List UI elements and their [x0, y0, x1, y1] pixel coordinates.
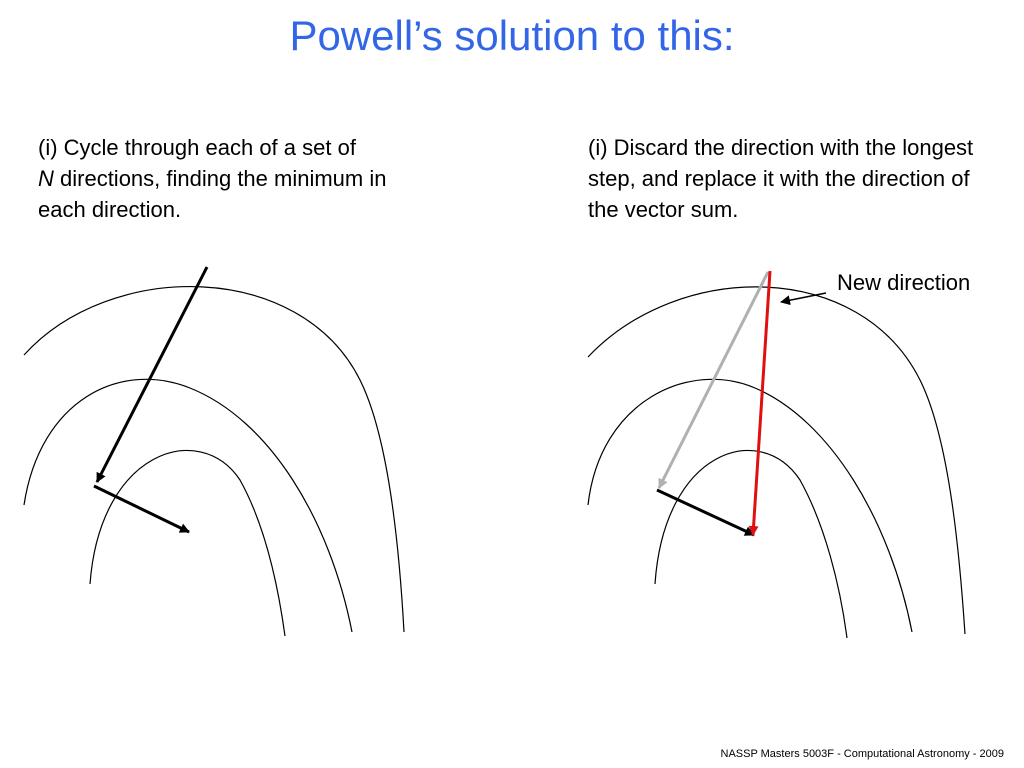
left-description-italic: N [38, 166, 54, 191]
left-contour-inner [89, 449, 286, 637]
new-direction-callout-pointer [780, 292, 827, 306]
left-contour-outer [23, 286, 405, 633]
right-contour-middle [587, 378, 913, 633]
right-contour-outer [587, 286, 966, 635]
left-contours [23, 286, 405, 637]
left-description: (i) Cycle through each of a set of N dir… [38, 132, 438, 225]
left-step-arrow-2 [93, 484, 190, 534]
right-description: (i) Discard the direction with the longe… [588, 135, 974, 222]
new-direction-label: New direction [837, 270, 971, 295]
left-description-suffix: directions, finding the minimum in each … [38, 166, 387, 222]
left-contour-middle [23, 378, 353, 633]
discarded-direction-arrow [657, 271, 770, 489]
slide-title: Powell’s solution to this: [289, 12, 735, 59]
right-step-arrow [656, 488, 755, 537]
left-step-arrow-1 [95, 266, 209, 483]
slide-footer: NASSP Masters 5003F - Computational Astr… [720, 748, 1005, 760]
new-direction-arrow [748, 270, 772, 536]
left-description-prefix: (i) Cycle through each of a set of [38, 135, 356, 160]
right-contour-inner [654, 449, 848, 639]
right-contours [587, 286, 966, 639]
